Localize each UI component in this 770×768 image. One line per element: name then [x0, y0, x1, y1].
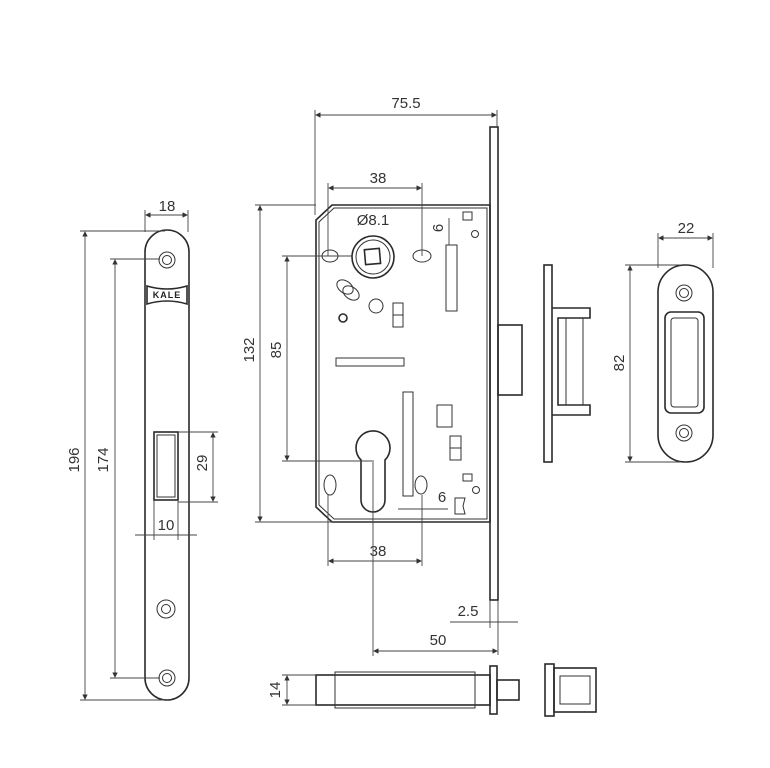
- dim-faceplate-thickness: 2.5: [458, 603, 479, 620]
- dim-spindle-hole-spacing: 38: [370, 170, 387, 187]
- latch-slot: [153, 431, 179, 501]
- dim-centre-distance: 85: [268, 342, 285, 359]
- screw-hole-bottom: [158, 669, 176, 687]
- lock-bottom-view: 14: [267, 665, 520, 715]
- dim-spindle-diameter: Ø8.1: [357, 212, 390, 229]
- latch-side-view: [543, 264, 591, 463]
- svg-text:KALE: KALE: [153, 290, 182, 300]
- dim-bottom-slot-offset: 6: [438, 489, 446, 506]
- front-plate: [489, 126, 499, 601]
- bolt-slot: [402, 391, 414, 497]
- dim-backset: 50: [430, 632, 447, 649]
- screw-hole-middle: [156, 599, 176, 619]
- dim-body-height: 132: [241, 337, 258, 362]
- screw-hole-top: [158, 251, 176, 269]
- strike-opening: [664, 311, 705, 414]
- dim-faceplate-length: 196: [66, 447, 83, 472]
- dim-strike-height: 82: [611, 355, 628, 372]
- dim-body-width: 75.5: [391, 95, 420, 112]
- latch-bolt: [497, 324, 523, 396]
- dim-latch-slot-width: 10: [158, 517, 175, 534]
- faceplate-outline: [144, 229, 190, 701]
- dim-strike-width: 22: [678, 220, 695, 237]
- dim-cylinder-hole-spacing: 38: [370, 543, 387, 560]
- latch-end-view: [544, 663, 597, 717]
- dim-faceplate-width: 18: [159, 198, 176, 215]
- cylinder-cutout: [355, 430, 391, 513]
- logo: KALE: [146, 284, 188, 306]
- dim-body-thickness: 14: [267, 682, 284, 699]
- strike-plate-view: 22 82: [611, 220, 714, 463]
- dim-screw-distance: 174: [95, 447, 112, 472]
- spindle-hub: [351, 235, 395, 279]
- lock-body-view: 75.5 38 Ø8.1 6 132 85 38 6 2.5 50: [241, 95, 523, 656]
- dim-latch-slot-height: 29: [194, 455, 211, 472]
- faceplate-view: KALE 18 196 174 29 10: [66, 198, 218, 701]
- dim-top-slot-offset: 6: [430, 224, 447, 232]
